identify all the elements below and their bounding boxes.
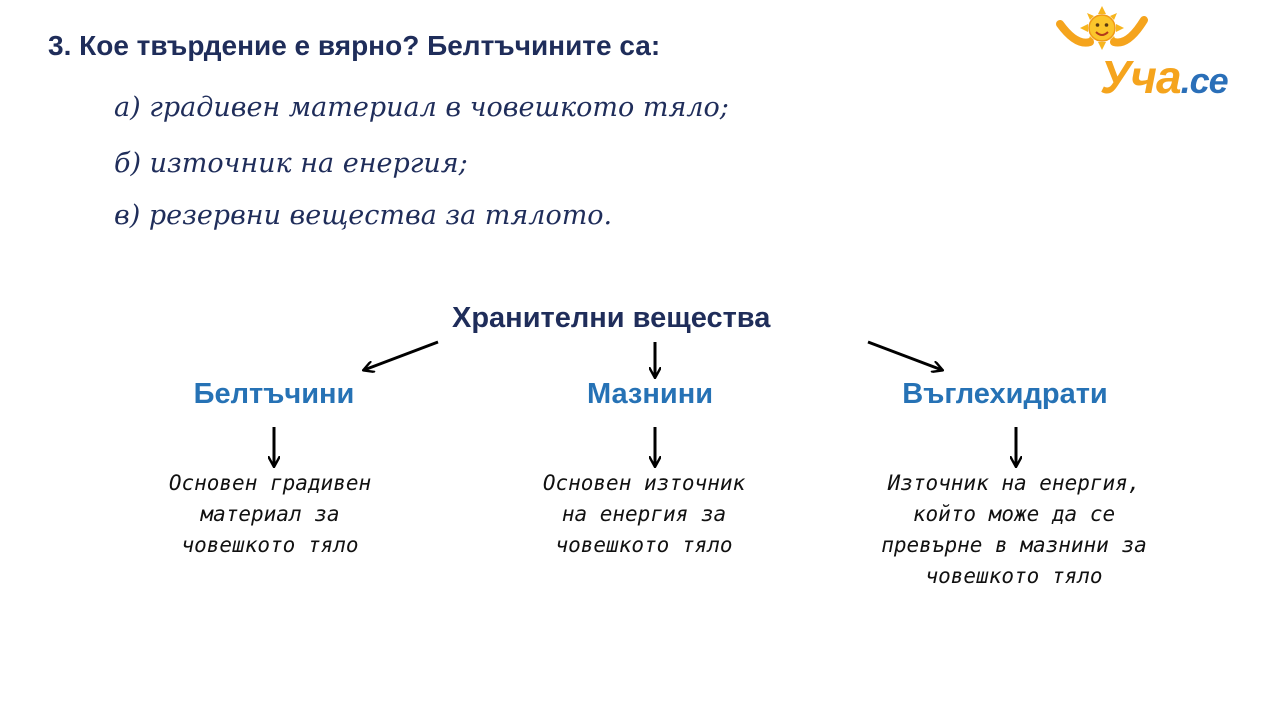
description-proteins: Основен градивен материал за човешкото т… — [110, 468, 430, 561]
category-carbohydrates: Въглехидрати — [902, 378, 1108, 410]
description-line: на енергия за — [561, 502, 727, 526]
description-line: който може да се — [912, 502, 1116, 526]
description-line: Основен градивен — [168, 471, 372, 495]
description-line: превърне в мазнини за — [881, 533, 1147, 557]
logo-main: Уча — [1100, 51, 1182, 103]
category-proteins: Белтъчини — [193, 378, 355, 410]
description-line: човешкото тяло — [925, 564, 1103, 588]
arrow-root-to-proteins — [364, 340, 439, 370]
description-line: Основен източник — [542, 471, 746, 495]
logo-suffix: .се — [1180, 60, 1229, 101]
description-carbohydrates: Източник на енергия, който може да се пр… — [854, 468, 1174, 592]
sun-logo-icon — [1056, 6, 1148, 50]
description-line: Източник на енергия, — [887, 471, 1141, 495]
answer-option-b: б) източник на енергия; — [114, 148, 468, 179]
logo-wordmark: Уча.се — [1100, 50, 1229, 104]
category-fats: Мазнини — [586, 378, 714, 410]
description-line: материал за — [200, 502, 340, 526]
answer-option-c: в) резервни вещества за тялото. — [114, 200, 613, 231]
arrow-root-to-carbohydrates — [867, 340, 942, 370]
description-fats: Основен източник на енергия за човешкото… — [484, 468, 804, 561]
question-title: 3. Кое твърдение е вярно? Белтъчините са… — [48, 30, 661, 61]
answer-option-a: а) градивен материал в човешкото тяло; — [114, 92, 729, 123]
description-line: човешкото тяло — [555, 533, 733, 557]
description-line: човешкото тяло — [181, 533, 359, 557]
diagram-root-label: Хранителни вещества — [452, 302, 771, 334]
